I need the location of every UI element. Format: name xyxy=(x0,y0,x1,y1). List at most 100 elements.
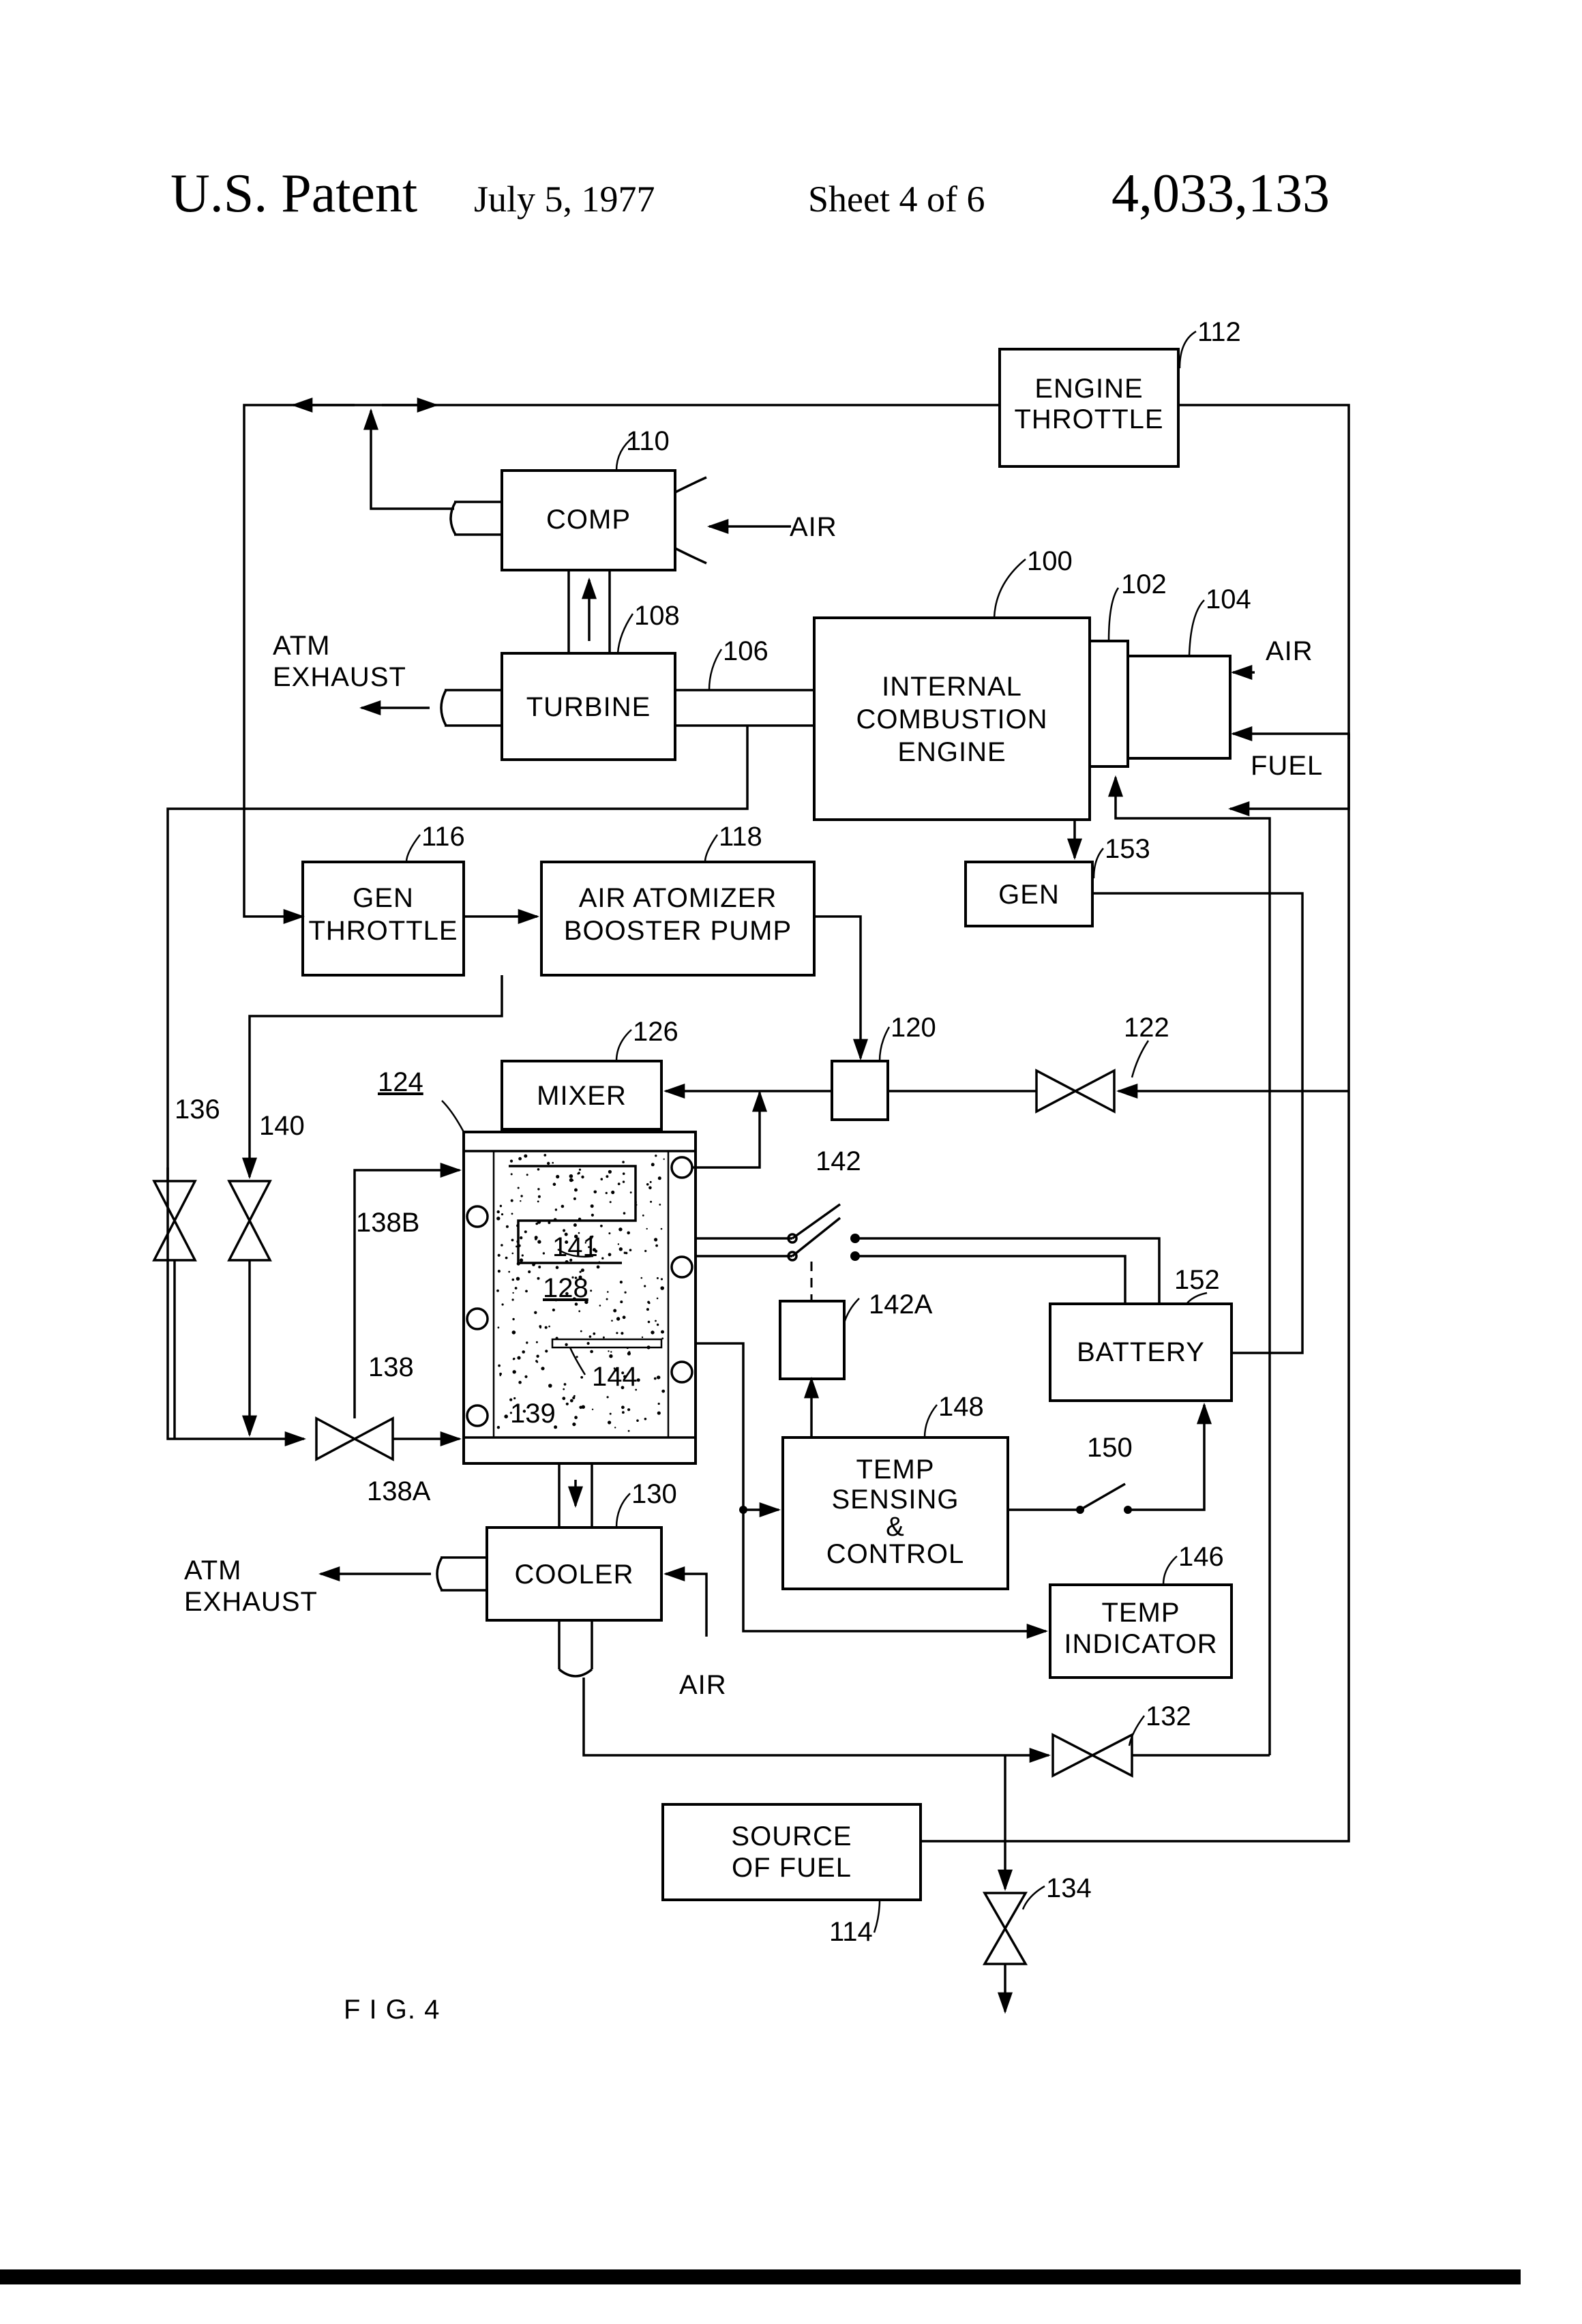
catalyst-speck xyxy=(515,1287,518,1290)
catalyst-speck xyxy=(581,1268,584,1272)
ice-line-2: COMBUSTION xyxy=(856,704,1047,734)
catalyst-speck xyxy=(537,1201,539,1203)
catalyst-speck xyxy=(658,1403,660,1405)
catalyst-speck xyxy=(539,1326,541,1328)
temp-sensing-line-4: CONTROL xyxy=(826,1539,965,1569)
catalyst-speck xyxy=(573,1197,576,1200)
catalyst-speck xyxy=(513,1358,515,1360)
catalyst-speck xyxy=(642,1337,643,1338)
ref-150: 150 xyxy=(1087,1433,1133,1463)
catalyst-speck xyxy=(646,1183,649,1186)
catalyst-speck xyxy=(500,1205,502,1207)
mixer-label: MIXER xyxy=(537,1081,627,1111)
catalyst-speck xyxy=(563,1229,565,1232)
catalyst-speck xyxy=(629,1249,632,1251)
patent-number: 4,033,133 xyxy=(1111,164,1330,224)
ref-138b: 138B xyxy=(356,1208,419,1238)
catalyst-speck xyxy=(651,1163,655,1166)
catalyst-speck xyxy=(613,1309,616,1313)
catalyst-speck xyxy=(659,1204,661,1206)
catalyst-speck xyxy=(622,1411,625,1414)
air-atomizer-booster-pump-block: AIR ATOMIZER BOOSTER PUMP xyxy=(541,862,814,975)
catalyst-speck xyxy=(511,1213,513,1215)
ref-134: 134 xyxy=(1046,1873,1092,1903)
catalyst-speck xyxy=(614,1427,616,1428)
catalyst-speck xyxy=(511,1200,513,1202)
catalyst-speck xyxy=(518,1157,522,1161)
valve-138 xyxy=(316,1418,393,1459)
ref-106: 106 xyxy=(723,636,768,666)
catalyst-speck xyxy=(563,1388,565,1390)
catalyst-speck xyxy=(644,1418,647,1420)
catalyst-speck xyxy=(608,1253,612,1256)
catalyst-speck xyxy=(537,1168,540,1171)
catalyst-speck xyxy=(657,1277,659,1279)
catalyst-speck xyxy=(621,1405,625,1409)
catalyst-speck xyxy=(569,1174,573,1178)
catalyst-speck xyxy=(654,1377,657,1380)
catalyst-speck xyxy=(648,1187,652,1190)
ref-104: 104 xyxy=(1206,584,1251,614)
catalyst-speck xyxy=(646,1228,648,1230)
ref-148: 148 xyxy=(938,1392,984,1422)
catalyst-speck xyxy=(661,1330,664,1334)
catalyst-speck xyxy=(655,1154,657,1157)
catalyst-speck xyxy=(496,1217,500,1220)
catalyst-speck xyxy=(548,1384,552,1388)
catalyst-speck xyxy=(522,1254,524,1256)
catalyst-speck xyxy=(547,1162,550,1165)
catalyst-speck xyxy=(536,1341,538,1343)
catalyst-speck xyxy=(608,1170,612,1174)
catalyst-speck xyxy=(616,1332,618,1334)
catalyst-speck xyxy=(566,1403,569,1405)
patent-title: U.S. Patent xyxy=(170,164,417,224)
catalyst-speck xyxy=(636,1419,639,1422)
catalyst-speck xyxy=(657,1298,659,1300)
catalyst-speck xyxy=(618,1243,619,1245)
catalyst-speck xyxy=(599,1305,601,1307)
catalyst-speck xyxy=(607,1396,609,1398)
catalyst-speck xyxy=(622,1161,625,1163)
catalyst-speck xyxy=(600,1225,603,1227)
catalyst-speck xyxy=(512,1253,514,1255)
catalyst-speck xyxy=(576,1356,578,1358)
sheet-header: U.S. Patent July 5, 1977 Sheet 4 of 6 4,… xyxy=(170,164,1330,224)
catalyst-speck xyxy=(580,1330,582,1332)
temp-sensing-line-2: SENSING xyxy=(831,1485,959,1515)
catalyst-speck xyxy=(497,1426,500,1429)
catalyst-speck xyxy=(538,1266,541,1268)
source-of-fuel-line-2: OF FUEL xyxy=(732,1853,852,1883)
catalyst-speck xyxy=(623,1315,626,1319)
figure-label: F I G. 4 xyxy=(344,1995,440,2025)
catalyst-speck xyxy=(606,1298,608,1300)
catalyst-speck xyxy=(528,1270,531,1273)
valve-134 xyxy=(985,1893,1026,1964)
ref-132: 132 xyxy=(1146,1701,1191,1731)
gen-throttle-line-2: THROTTLE xyxy=(308,916,458,946)
catalyst-speck xyxy=(522,1350,525,1354)
catalyst-speck xyxy=(610,1413,612,1415)
engine-throttle-line-2: THROTTLE xyxy=(1014,404,1163,434)
catalyst-speck xyxy=(577,1173,579,1175)
gen-throttle-line-1: GEN xyxy=(353,883,414,913)
catalyst-speck xyxy=(590,1350,593,1354)
catalyst-speck xyxy=(511,1239,514,1242)
ref-140: 140 xyxy=(259,1111,305,1141)
turbine-block: TURBINE xyxy=(502,653,675,760)
catalyst-speck xyxy=(534,1311,537,1314)
catalyst-speck xyxy=(648,1321,651,1324)
ref-116: 116 xyxy=(421,822,465,852)
ref-152: 152 xyxy=(1174,1265,1220,1295)
catalyst-speck xyxy=(518,1381,522,1384)
catalyst-speck xyxy=(498,1254,501,1257)
catalyst-speck xyxy=(536,1355,539,1358)
catalyst-speck xyxy=(623,1180,625,1182)
catalyst-speck xyxy=(603,1337,605,1339)
battery-label: BATTERY xyxy=(1077,1337,1205,1367)
catalyst-speck xyxy=(578,1310,580,1312)
scan-bottom-border xyxy=(0,2269,1521,2284)
patent-date: July 5, 1977 xyxy=(474,179,655,220)
catalyst-speck xyxy=(597,1266,600,1269)
air-inlet-cooler-label: AIR xyxy=(679,1670,727,1700)
